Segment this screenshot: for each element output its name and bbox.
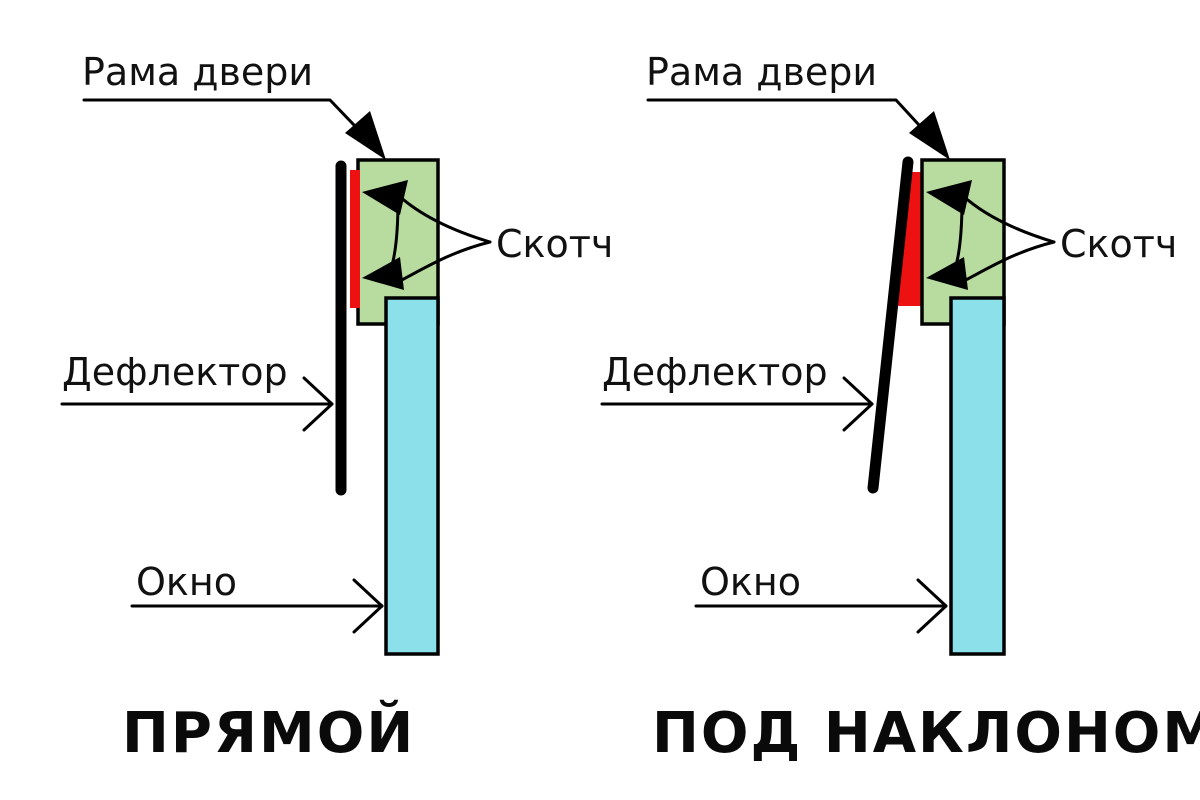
- label-tape: Скотч: [1060, 222, 1177, 266]
- panel-tilted: Рама двери Скотч Дефлектор Окно ПОД НАКЛ…: [600, 50, 1200, 766]
- label-deflector: Дефлектор: [62, 350, 288, 394]
- panel-title-straight: ПРЯМОЙ: [122, 700, 415, 766]
- label-deflector: Дефлектор: [602, 350, 828, 394]
- panel-title-tilted: ПОД НАКЛОНОМ: [652, 701, 1200, 766]
- label-window: Окно: [700, 560, 801, 604]
- tape-leader-upper: [396, 193, 492, 244]
- window-arrowhead: [916, 578, 948, 634]
- tape-leader-lower: [396, 240, 492, 284]
- deflector-arrowhead: [842, 376, 874, 432]
- label-tape: Скотч: [496, 222, 613, 266]
- tape-leader-curve: [952, 198, 964, 274]
- deflector-arrowhead: [302, 376, 334, 432]
- tape-wedge: [898, 172, 924, 306]
- label-door-frame: Рама двери: [646, 50, 877, 94]
- window-arrowhead: [352, 578, 384, 634]
- door-frame-leader: [646, 98, 944, 152]
- tape-leader-upper: [960, 193, 1056, 244]
- tape-leader-lower: [960, 240, 1056, 284]
- tape-leader-curve: [388, 198, 400, 274]
- panel-straight: Рама двери Скотч Дефлектор Окно ПРЯМОЙ: [60, 50, 613, 766]
- tape-strip: [350, 170, 360, 308]
- window-glass: [384, 296, 440, 656]
- door-frame-arrowhead: [345, 111, 386, 160]
- deflector-bar: [867, 156, 914, 494]
- door-frame-leader: [82, 98, 380, 152]
- window-glass: [949, 296, 1006, 656]
- label-window: Окно: [136, 560, 237, 604]
- door-frame-arrowhead: [909, 111, 950, 160]
- label-door-frame: Рама двери: [82, 50, 313, 94]
